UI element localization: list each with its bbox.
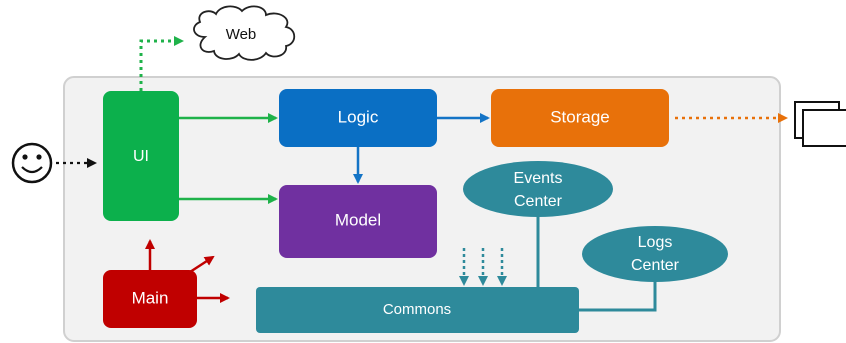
commons-label: Commons [383,301,451,318]
logic-label: Logic [338,107,379,126]
commons-box [256,287,579,333]
external-storage-icon [794,101,846,147]
main-diagonal-arrow [189,255,215,274]
logs-center-label-line1: Logs [638,234,673,251]
logs-connector [579,278,657,312]
storage-label: Storage [550,107,610,126]
ui-to-web-arrow [139,36,184,91]
web-label: Web [226,26,257,43]
storage-box [491,89,669,147]
ui-label: UI [133,148,149,165]
main-label: Main [132,288,169,307]
events-center-label-line2: Center [514,193,563,210]
logs-center-label-line2: Center [631,257,680,274]
events-center-label-line1: Events [514,170,563,187]
model-box [279,185,437,258]
ui-box [103,91,179,221]
logic-box [279,89,437,147]
model-label: Model [335,210,381,229]
main-box [103,270,197,328]
events-center-ellipse [463,161,613,217]
web-cloud: Web [193,5,296,61]
user-smiley-icon [11,142,53,184]
logs-center-ellipse [582,226,728,282]
